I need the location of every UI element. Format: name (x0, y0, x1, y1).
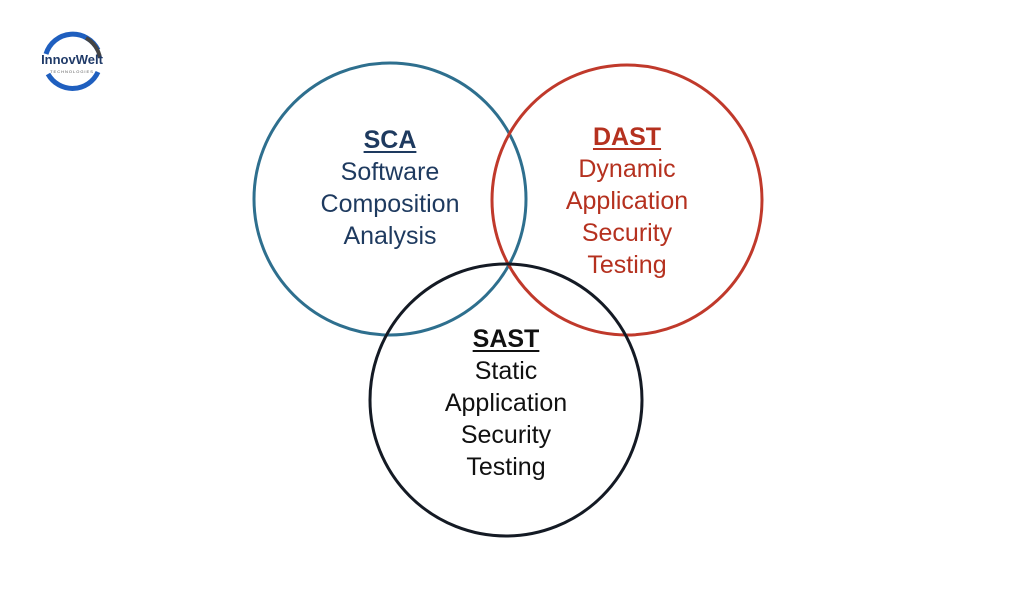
dast-line: Testing (587, 251, 667, 279)
dast-title: DAST (592, 123, 662, 151)
innovwelt-logo: InnovWelt TECHNOLOGIES (36, 28, 108, 94)
sast-line: Static (474, 357, 538, 385)
dast-label: DAST Dynamic Application Security Testin… (497, 121, 757, 281)
dast-line: Application (565, 187, 689, 215)
sast-line: Testing (466, 453, 546, 481)
logo-name: InnovWelt (41, 52, 103, 67)
dast-line: Security (581, 219, 673, 247)
logo-ring-icon (43, 31, 102, 91)
sca-line: Composition (320, 190, 460, 218)
sast-circle (368, 262, 644, 538)
logo-subtitle: TECHNOLOGIES (50, 69, 94, 74)
sast-line: Security (460, 421, 552, 449)
sast-label: SAST Static Application Security Testing (376, 323, 636, 483)
sast-line: Application (444, 389, 568, 417)
sca-line: Analysis (343, 222, 437, 250)
sca-title: SCA (363, 126, 417, 154)
sca-line: Software (340, 158, 440, 186)
sast-title: SAST (472, 325, 540, 353)
dast-line: Dynamic (578, 155, 676, 183)
sca-label: SCA Software Composition Analysis (260, 124, 520, 252)
sca-circle (252, 61, 528, 337)
